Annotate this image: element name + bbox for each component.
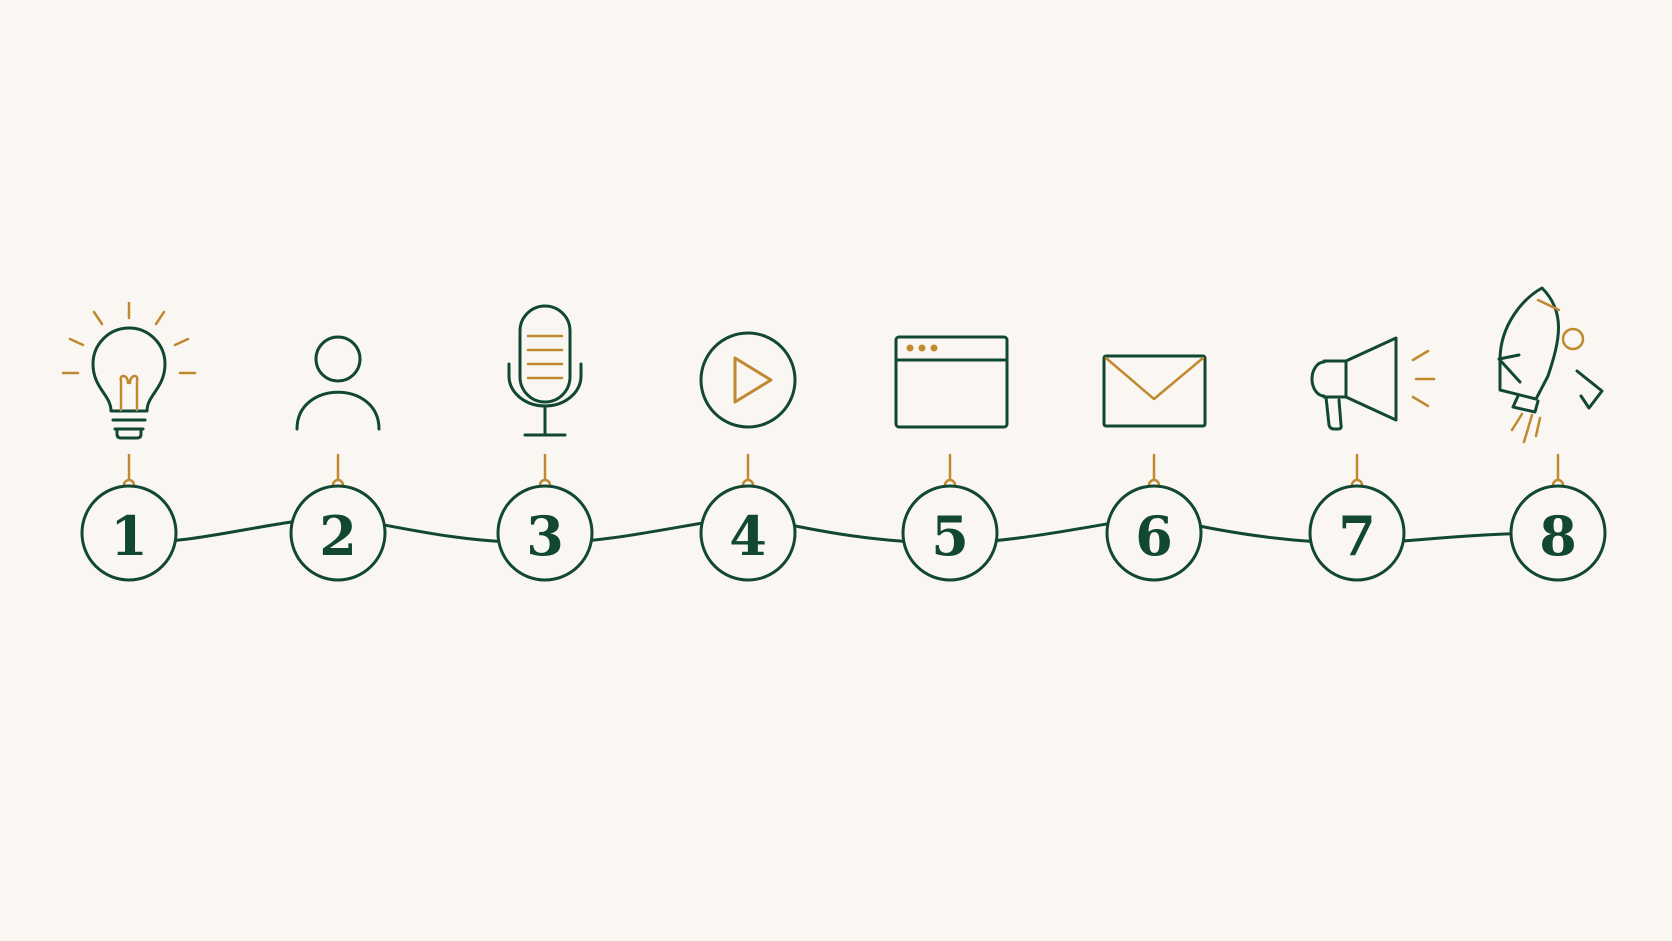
rocket-icon [1497, 286, 1604, 444]
step-1: 1 [61, 301, 197, 582]
step-5-number: 5 [931, 504, 969, 568]
envelope-icon [1102, 354, 1207, 428]
lightbulb-icon [61, 301, 197, 440]
megaphone-icon [1310, 336, 1436, 431]
step-1-number: 1 [110, 504, 148, 568]
step-6-number: 6 [1135, 504, 1173, 568]
step-3-number: 3 [526, 504, 564, 568]
step-5-circle [901, 484, 999, 582]
step-1-circle [80, 484, 178, 582]
step-6: 6 [1102, 354, 1207, 582]
step-7-number: 7 [1338, 504, 1376, 568]
step-8: 8 [1497, 286, 1607, 582]
step-3-circle [496, 484, 594, 582]
user-icon [295, 335, 381, 431]
browser-window-icon [894, 335, 1009, 429]
step-7: 7 [1308, 336, 1436, 582]
step-2-number: 2 [319, 504, 357, 568]
step-4-number: 4 [729, 504, 767, 568]
step-4-circle [699, 484, 797, 582]
step-7-circle [1308, 484, 1406, 582]
step-6-circle [1105, 484, 1203, 582]
step-2: 2 [289, 335, 387, 582]
play-button-icon [699, 331, 797, 429]
step-5: 5 [894, 335, 1009, 582]
step-8-number: 8 [1539, 504, 1577, 568]
step-4: 4 [699, 331, 797, 582]
microphone-icon [507, 304, 583, 437]
step-2-circle [289, 484, 387, 582]
step-8-circle [1509, 484, 1607, 582]
step-3: 3 [496, 304, 594, 582]
